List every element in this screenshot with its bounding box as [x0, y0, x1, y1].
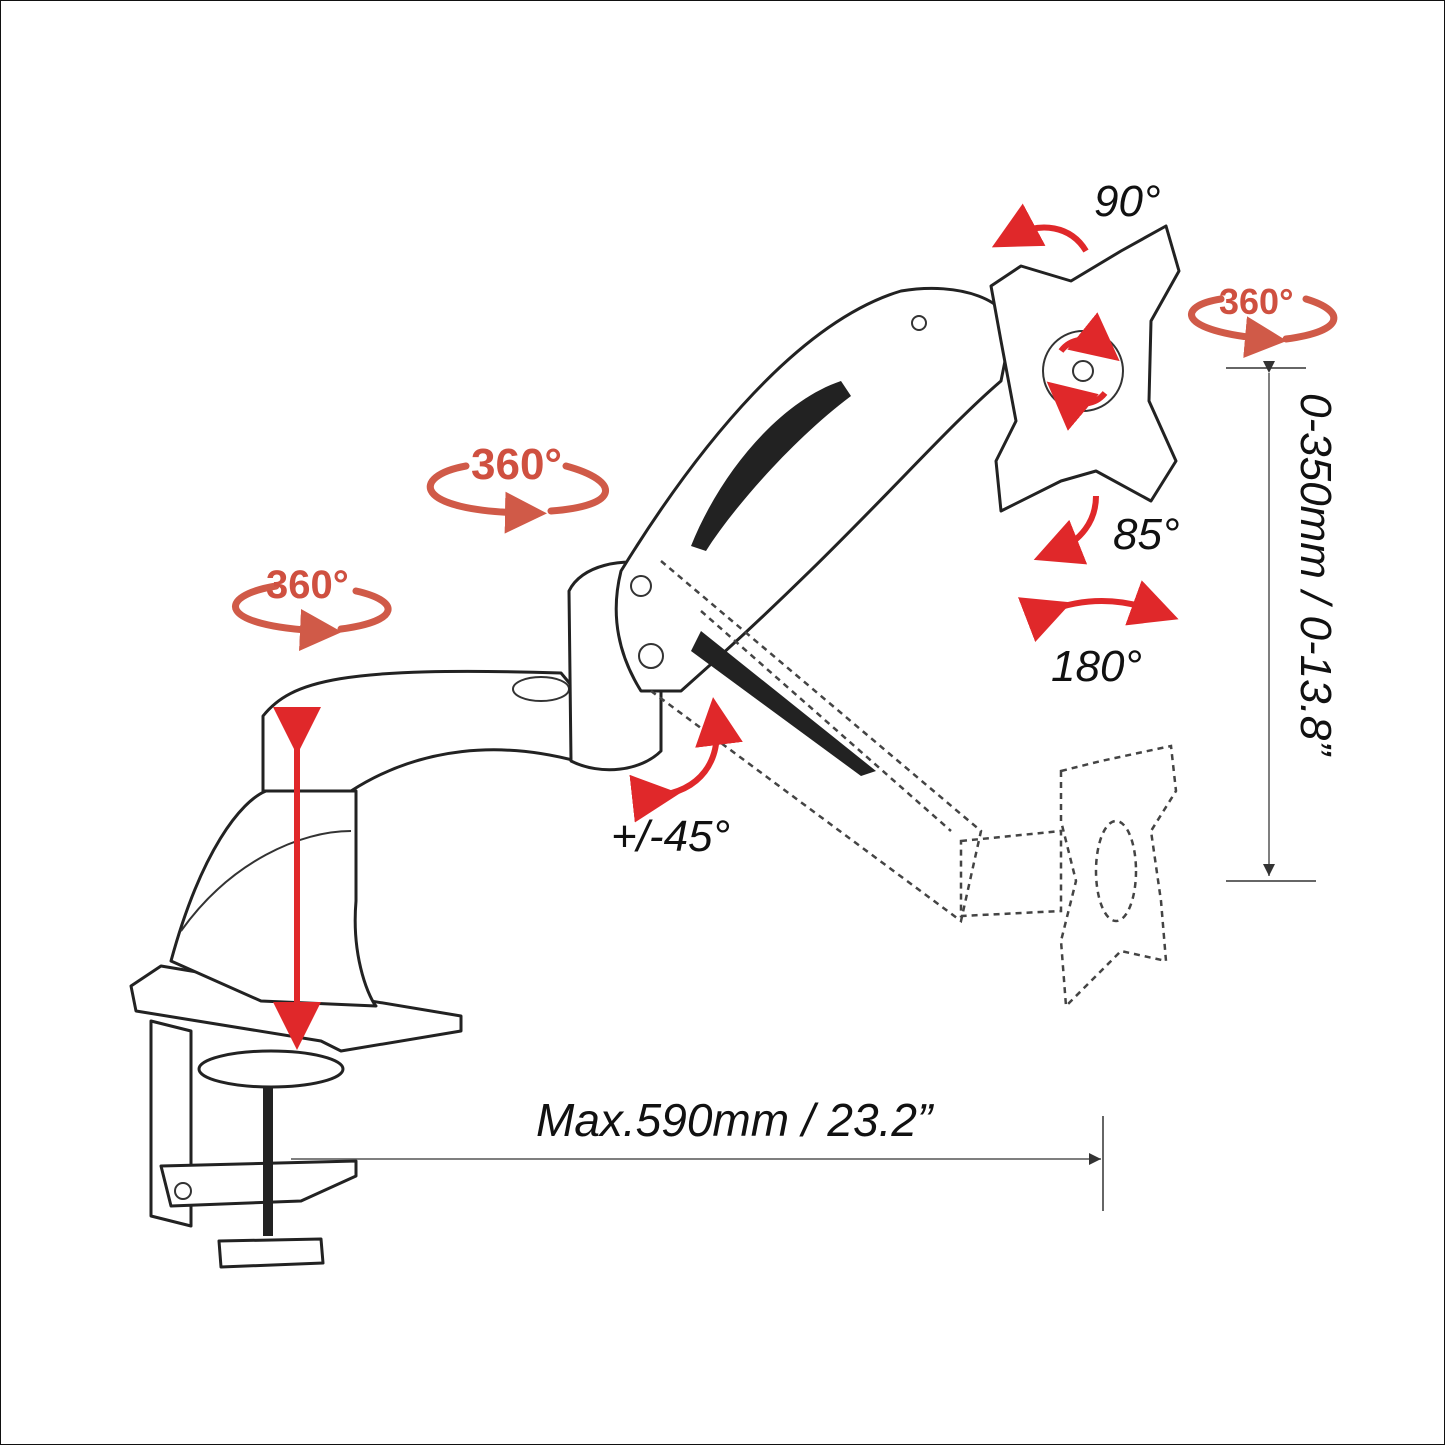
vesa-plate	[959, 224, 1181, 1009]
max-reach-label: Max.590mm / 23.2”	[536, 1094, 935, 1146]
curved-arrow-icon	[1033, 495, 1099, 565]
rotation-arrow-icon	[1188, 295, 1338, 359]
desk-clamp	[149, 1019, 358, 1269]
rotation-arrow-icon	[232, 582, 392, 651]
head-rotation-label: 360°	[1219, 281, 1293, 322]
tilt-down-label: 85°	[1113, 510, 1180, 559]
upper-arm-rotation-label: 360°	[471, 440, 562, 489]
arm-tilt-label: +/-45°	[611, 812, 730, 861]
double-arrow-icon	[629, 697, 743, 823]
height-dimension	[1226, 361, 1316, 882]
reach-dimension	[291, 1116, 1104, 1211]
swivel-label: 180°	[1051, 642, 1142, 691]
lower-arm-rotation-label: 360°	[266, 563, 349, 607]
double-arrow-icon	[1017, 580, 1179, 643]
rotation-arrow-icon	[426, 462, 609, 534]
tilt-up-label: 90°	[1094, 177, 1161, 226]
upper-arm	[614, 286, 1013, 924]
curved-arrow-icon	[991, 203, 1089, 253]
height-range-label: 0-350mm / 0-13.8”	[1291, 393, 1340, 757]
